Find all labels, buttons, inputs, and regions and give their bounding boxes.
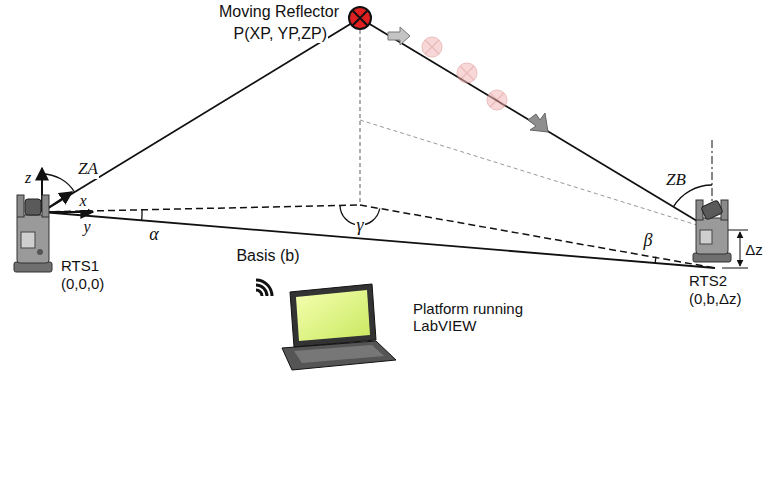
station-coordinates: (0,0,0) — [60, 275, 105, 292]
axis-name: y — [82, 218, 91, 236]
angle-name: α — [148, 224, 159, 245]
basis-label: Basis (b) — [235, 247, 300, 265]
angle-arc — [141, 210, 143, 221]
laptop — [282, 284, 396, 370]
angle-name: ZA — [77, 159, 99, 179]
station-name: RTS2 — [688, 272, 728, 289]
reflector — [349, 7, 371, 29]
dimension-arrow — [740, 232, 741, 266]
sight-line — [42, 23, 352, 212]
y-axis — [42, 211, 93, 213]
motion-arrow — [528, 113, 548, 132]
sight-line — [368, 23, 712, 230]
station-name: RTS1 — [60, 257, 100, 274]
dimension-tick — [722, 268, 748, 269]
angle-name: γ — [355, 215, 364, 236]
vertical-projection — [359, 30, 360, 205]
angle-name: ZB — [665, 170, 687, 190]
motion-arrow — [388, 27, 410, 45]
wifi-symbol — [256, 280, 272, 296]
angle-arc — [655, 257, 657, 263]
axis-name: z — [24, 169, 32, 187]
horizontal-projection — [360, 205, 715, 268]
ghost-reflector — [422, 37, 507, 110]
zenith-arc — [42, 174, 75, 192]
projection-line — [360, 120, 700, 226]
point-coordinates: P(XP, YP,ZP) — [233, 25, 328, 43]
axis-name: x — [78, 192, 87, 210]
platform-note: Platform running LabVIEW — [412, 300, 538, 335]
dimension-label: Δz — [744, 241, 764, 258]
basis-line — [42, 212, 715, 268]
angle-name: β — [643, 230, 654, 251]
point-name: Moving Reflector — [218, 3, 340, 21]
horizontal-projection — [42, 205, 360, 212]
station-coordinates: (0,b,Δz) — [688, 290, 743, 307]
total-station — [693, 200, 731, 262]
total-station — [14, 195, 52, 272]
